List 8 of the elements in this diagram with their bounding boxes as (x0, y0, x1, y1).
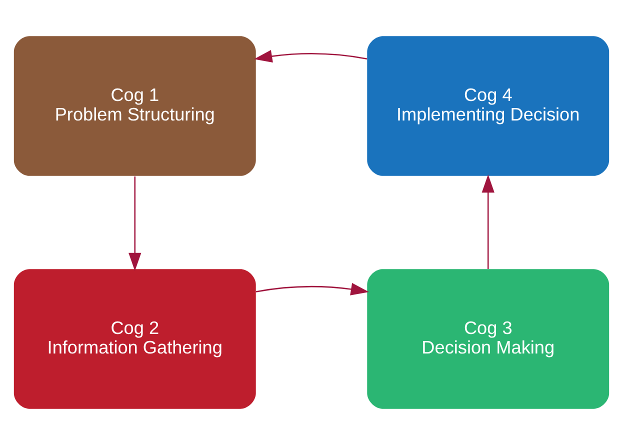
arrow (254, 50, 368, 62)
node-box: Cog 2 Information Gathering (14, 268, 256, 408)
node-box: Cog 4 Implementing Decision (367, 36, 610, 176)
arrow (482, 174, 494, 268)
node-box: Cog 1 Problem Structuring (14, 36, 256, 176)
node-box: Cog 3 Decision Making (367, 268, 610, 408)
arrow (256, 282, 369, 295)
arrow (128, 176, 142, 270)
